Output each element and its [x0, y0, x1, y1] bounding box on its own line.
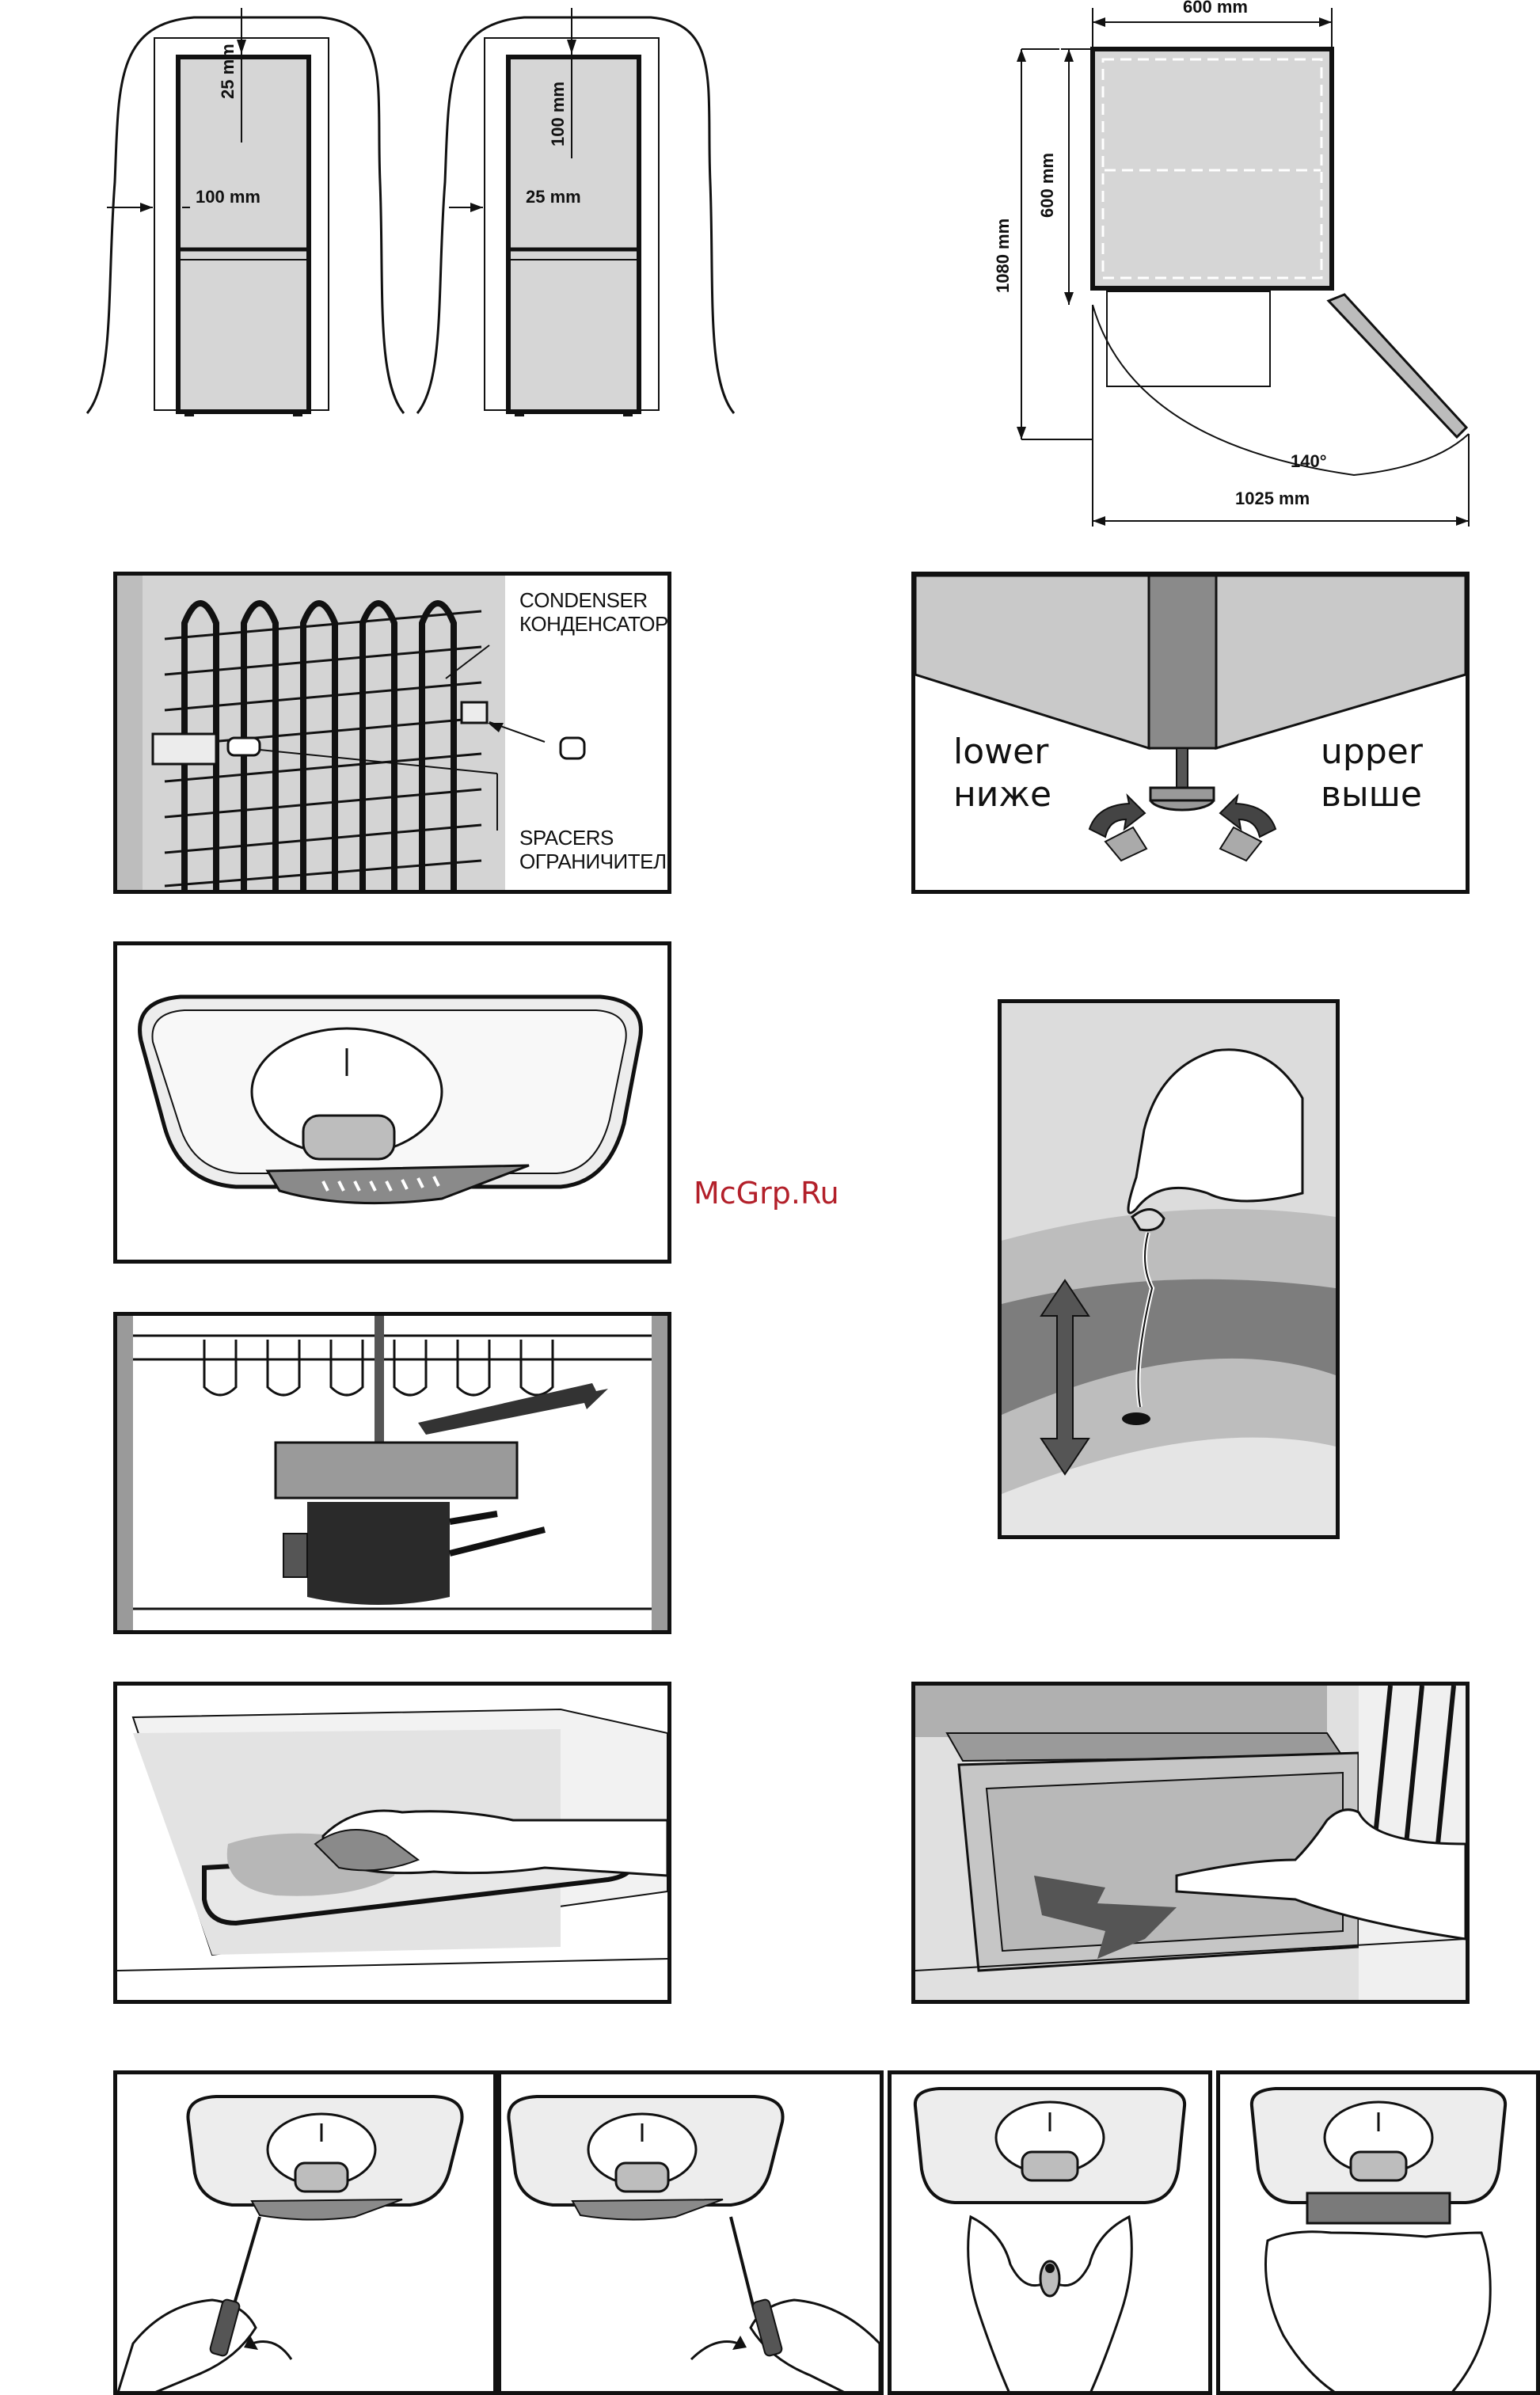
spacers-label-en: SPACERS: [519, 826, 614, 850]
condenser-spacers-panel: CONDENSER КОНДЕНСАТОР SPACERS ОГРАНИЧИТЕ…: [113, 572, 671, 894]
side-gap-label: 25 mm: [526, 187, 581, 207]
adjustable-feet-panel: lower ниже upper выше: [911, 572, 1470, 894]
wipe-shelf-panel: [113, 1682, 671, 2004]
evaporator-tray-panel: [113, 1312, 671, 1634]
clearance-diagram-left: 25 mm 100 mm: [83, 8, 408, 420]
defrost-drain-panel: [998, 999, 1340, 1539]
drawer-pull-panel: [911, 1682, 1470, 2004]
lamp-cover-panel: [113, 941, 671, 1264]
open-depth-label: 1080 mm: [993, 219, 1013, 293]
door-dimension-diagram: 600 mm 600 mm 1080 mm 140° 1025 mm: [990, 0, 1481, 538]
width-label: 600 mm: [1183, 0, 1248, 17]
upper-label-en: upper: [1321, 731, 1423, 774]
lamp-step-2: [497, 2070, 884, 2395]
watermark-text: McGrp.Ru: [694, 1176, 839, 1211]
upper-label-ru: выше: [1321, 774, 1422, 816]
condenser-label-ru: КОНДЕНСАТОР: [519, 612, 668, 636]
top-gap-label: 100 mm: [548, 82, 568, 146]
lower-label-en: lower: [953, 731, 1048, 774]
condenser-label-en: CONDENSER: [519, 588, 648, 612]
open-width-label: 1025 mm: [1235, 489, 1310, 509]
lamp-step-4: [1216, 2070, 1540, 2395]
lamp-step-3: [888, 2070, 1212, 2395]
lamp-step-1: [113, 2070, 497, 2395]
depth-label: 600 mm: [1037, 153, 1058, 218]
side-gap-label: 100 mm: [196, 187, 260, 207]
lower-label-ru: ниже: [953, 774, 1051, 816]
top-gap-label: 25 mm: [218, 44, 238, 99]
angle-label: 140°: [1291, 451, 1327, 472]
clearance-diagram-right: 100 mm 25 mm: [413, 8, 738, 420]
spacers-label-ru: ОГРАНИЧИТЕЛЬ: [519, 850, 671, 873]
